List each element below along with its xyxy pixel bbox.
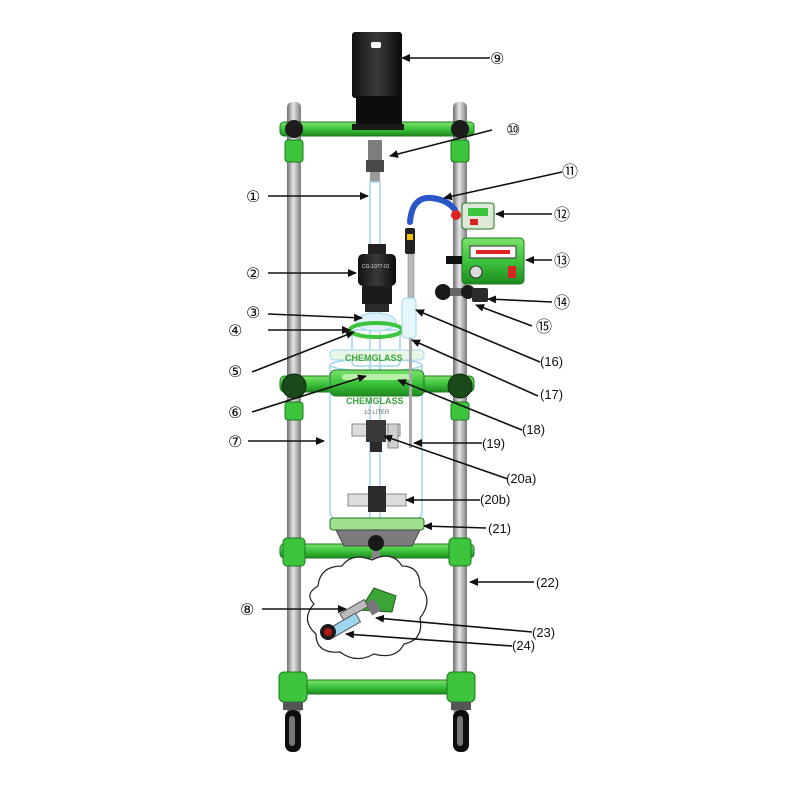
callout-1: ① — [246, 187, 260, 206]
callout-13: ⑬ — [554, 251, 570, 270]
callout-20a: (20a) — [506, 471, 536, 486]
callout-19: (19) — [482, 436, 505, 451]
bearing-adapter: CG-1077-01 — [358, 244, 396, 312]
callout-7: ⑦ — [228, 432, 242, 451]
callout-17: (17) — [540, 387, 563, 402]
callout-3: ③ — [246, 303, 260, 322]
left-clamp-knob — [281, 373, 307, 399]
callout-18: (18) — [522, 422, 545, 437]
callout-4: ④ — [228, 321, 242, 340]
frame — [278, 102, 476, 752]
top-left-clamp — [285, 120, 303, 138]
callout-14: ⑭ — [554, 293, 570, 312]
adapter-label: CG-1077-01 — [362, 264, 390, 270]
side-ports — [401, 194, 461, 448]
impellers — [347, 420, 407, 512]
callout-9: ⑨ — [490, 49, 504, 68]
coupling — [366, 140, 384, 182]
callout-5: ⑤ — [228, 362, 242, 381]
callout-12: ⑫ — [554, 205, 570, 224]
brand-upper: CHEMGLASS — [345, 353, 403, 363]
callout-2: ② — [246, 264, 260, 283]
callout-15: ⑮ — [536, 317, 552, 336]
motor — [352, 32, 404, 130]
left-caster — [283, 702, 303, 752]
callout-22: (22) — [536, 575, 559, 590]
right-caster — [451, 702, 471, 752]
bottom-flange — [329, 517, 425, 571]
brand-lower: CHEMGLASS — [346, 396, 404, 406]
right-clamp-knob — [447, 373, 473, 399]
valve-inset — [306, 555, 428, 660]
callout-labels: ⑨ ⑩ ① ⑪ ⑫ ② ⑬ ⑭ ③ ⑮ ④ (16) ⑤ (17) ⑥ (18)… — [228, 49, 578, 653]
callout-21: (21) — [488, 521, 511, 536]
volume-label: 10 LITER — [364, 410, 390, 416]
callout-11: ⑪ — [562, 162, 578, 181]
callout-24: (24) — [512, 638, 535, 653]
top-right-clamp — [451, 120, 469, 138]
callout-20b: (20b) — [480, 492, 510, 507]
callout-8: ⑧ — [240, 600, 254, 619]
temperature-controller — [461, 202, 495, 230]
callout-23: (23) — [532, 625, 555, 640]
callout-6: ⑥ — [228, 403, 242, 422]
base-crossbar — [279, 679, 475, 695]
stirrer-controller — [446, 237, 525, 285]
callout-10: ⑩ — [506, 120, 520, 139]
callout-arrows — [248, 54, 563, 647]
valve-knobs — [435, 284, 488, 302]
reactor-lid — [348, 312, 404, 339]
callout-16: (16) — [540, 354, 563, 369]
